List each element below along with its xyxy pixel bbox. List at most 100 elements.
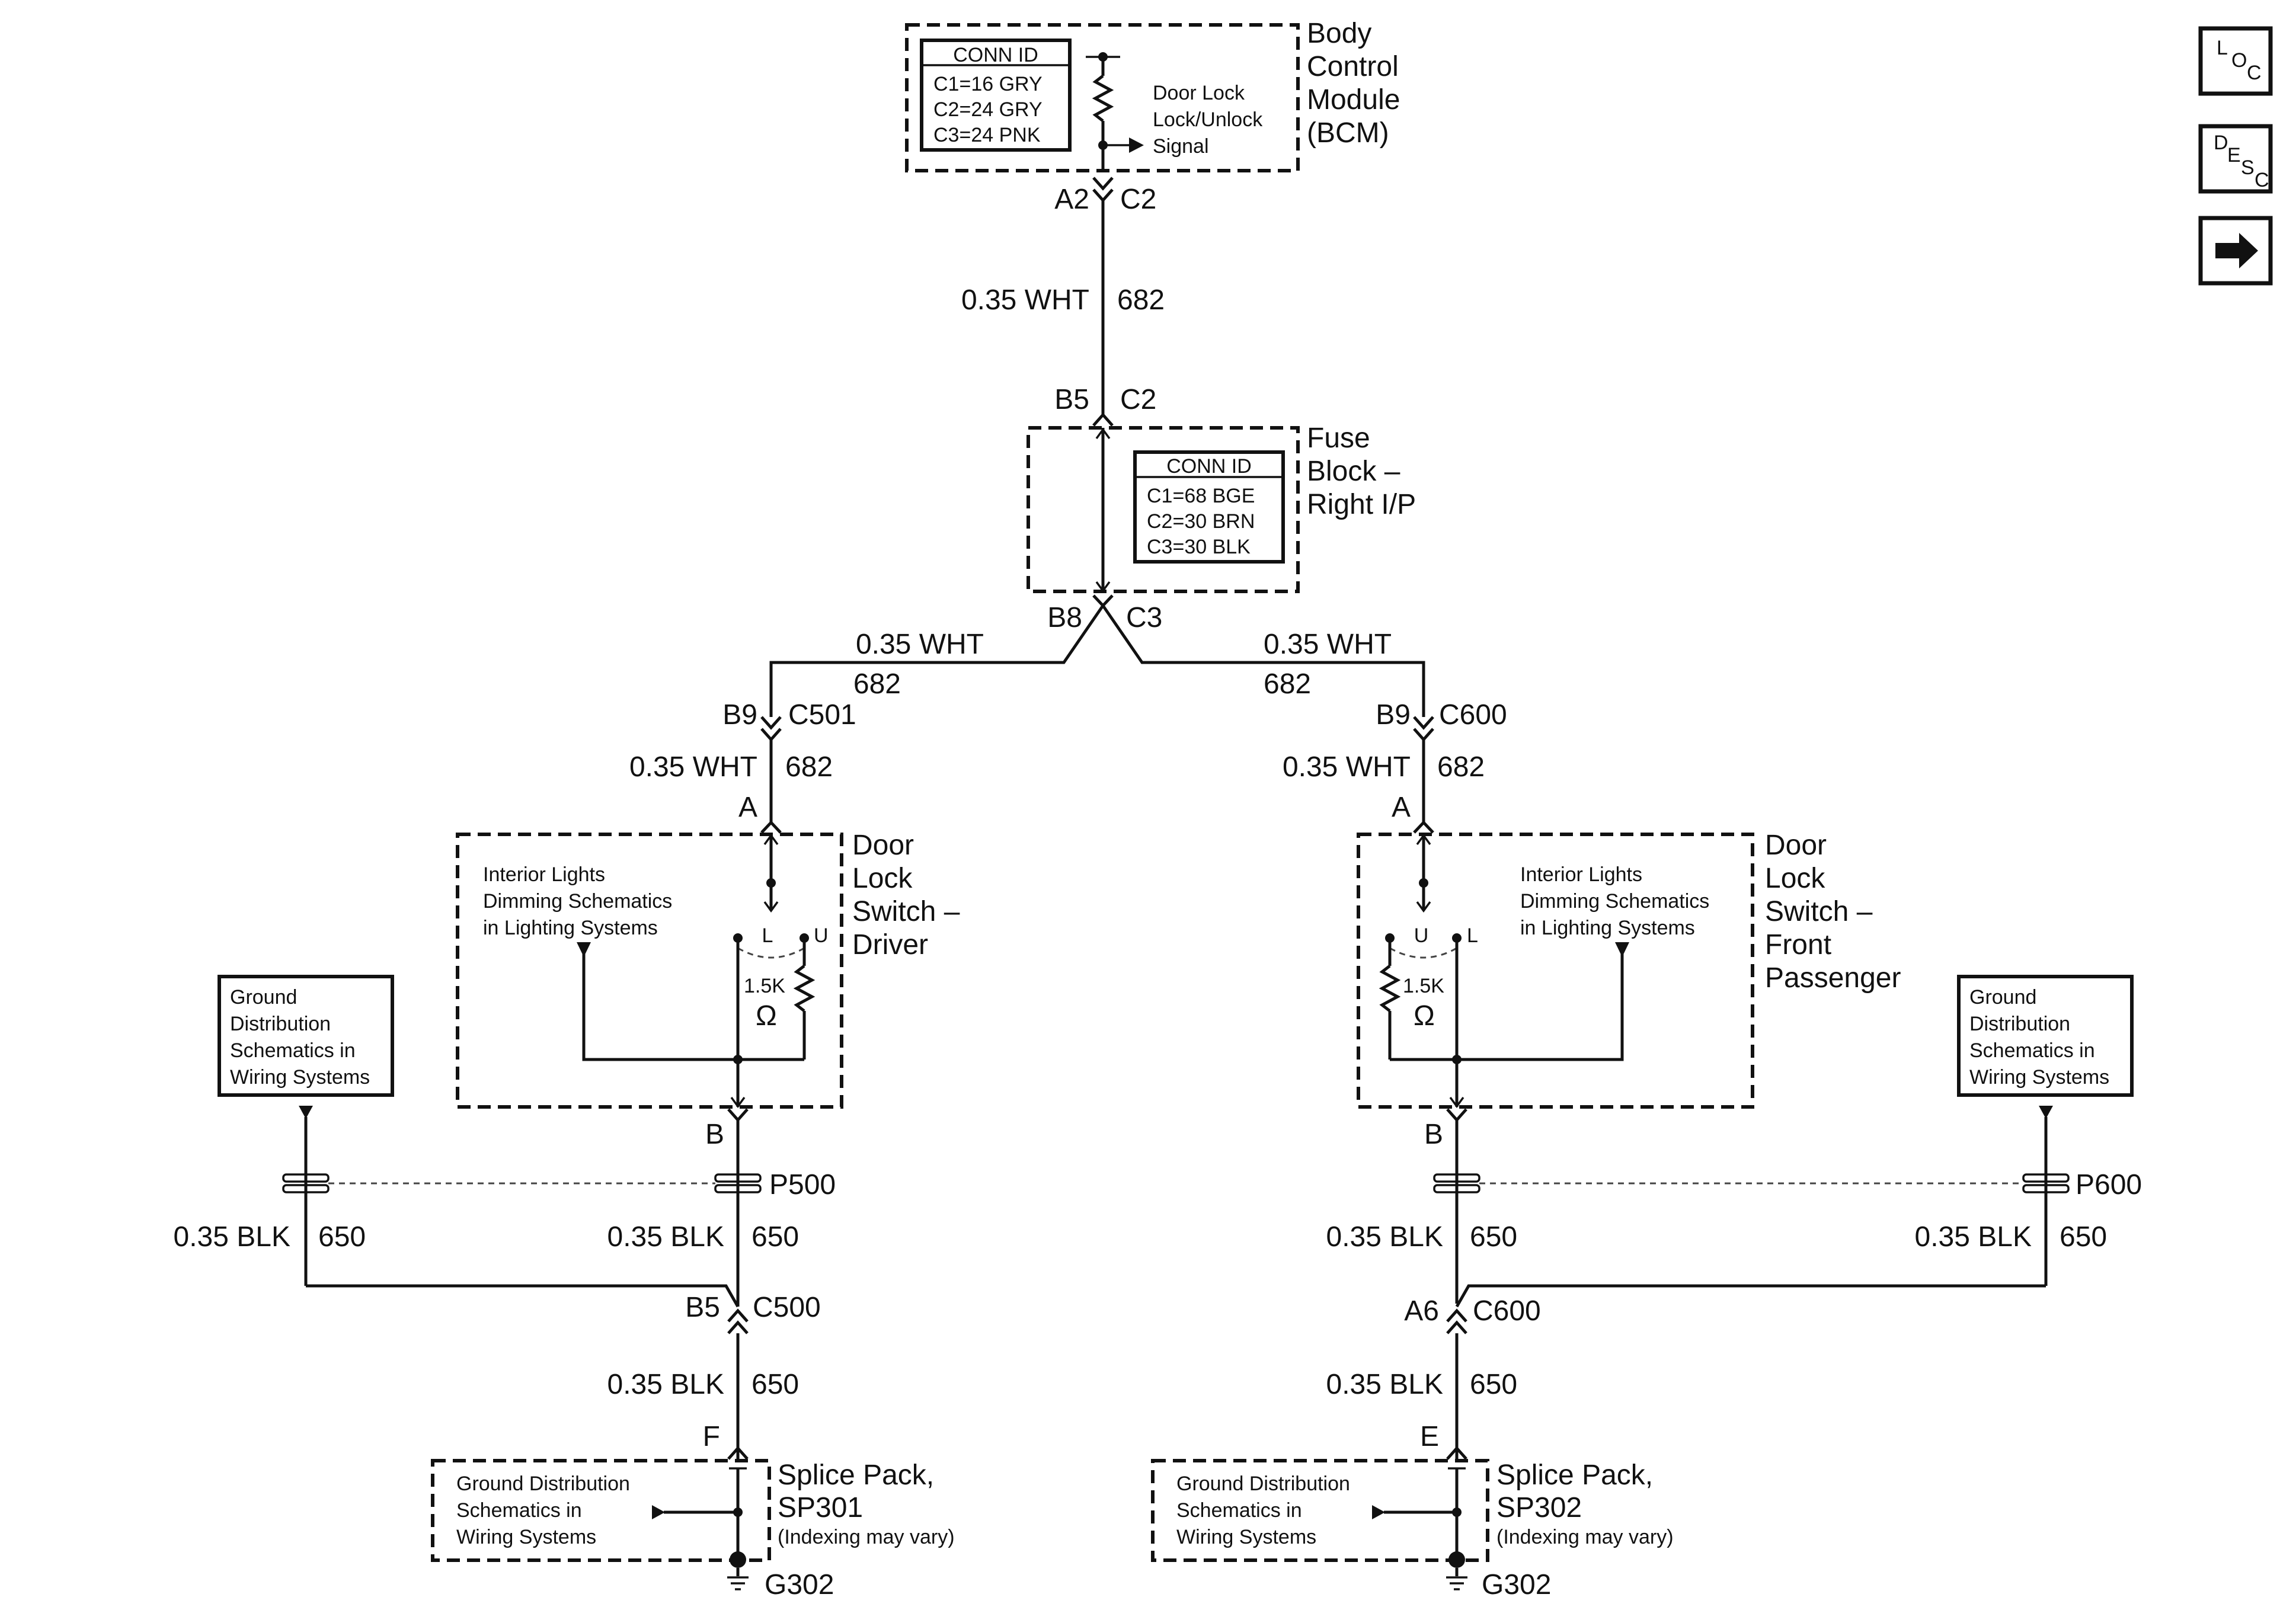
- switch-position: U: [814, 924, 829, 947]
- wire-label: 0.35 BLK: [607, 1369, 724, 1400]
- wire-circuit: 682: [853, 668, 901, 700]
- next-button[interactable]: [2198, 216, 2273, 286]
- ref-text: Wiring Systems: [1969, 1066, 2109, 1089]
- ground-id: G302: [765, 1569, 834, 1601]
- wire-circuit: 650: [752, 1369, 799, 1400]
- wire-label: 0.35 BLK: [607, 1221, 724, 1253]
- connector-symbol: [1092, 594, 1114, 608]
- wire-circuit: 650: [318, 1221, 366, 1253]
- desc-button[interactable]: D E S C: [2198, 124, 2273, 194]
- fuse-out-left: B8: [1047, 602, 1082, 633]
- bcm-conn-row: C3=24 PNK: [933, 124, 1041, 146]
- ground-id: G302: [1482, 1569, 1551, 1601]
- bcm-conn-title: CONN ID: [953, 44, 1038, 66]
- reference-arrow-icon: [652, 1505, 665, 1519]
- bcm-signal: Signal: [1153, 135, 1209, 158]
- wire-label: 0.35 BLK: [174, 1221, 290, 1253]
- connector-id: C500: [753, 1292, 821, 1323]
- wire-label: 0.35 BLK: [1915, 1221, 2032, 1253]
- wire-circuit: 682: [1117, 284, 1165, 316]
- splice-pack-note: (Indexing may vary): [778, 1526, 955, 1548]
- door-lock-switch-driver: L U 1.5K Ω Interior Lights Dimming Schem…: [456, 830, 960, 1109]
- connector-symbol: [727, 1308, 749, 1323]
- connector-id: C600: [1473, 1295, 1541, 1327]
- wire-circuit: 650: [1470, 1369, 1517, 1400]
- loc-letter: L: [2217, 37, 2228, 59]
- bcm-signal: Lock/Unlock: [1153, 108, 1263, 131]
- ref-text: Wiring Systems: [456, 1526, 596, 1548]
- bcm-module: CONN ID C1=16 GRY C2=24 GRY C3=24 PNK Do…: [905, 18, 1400, 172]
- switch-pin-b: B: [705, 1119, 724, 1150]
- wire-label: 0.35 BLK: [1326, 1369, 1443, 1400]
- connector-id: C600: [1439, 699, 1507, 731]
- switch-pin-a: A: [738, 792, 757, 823]
- ref-text: in Lighting Systems: [483, 917, 658, 939]
- loc-button[interactable]: L O C: [2198, 26, 2273, 96]
- ref-text: in Lighting Systems: [1520, 917, 1695, 939]
- ref-text: Wiring Systems: [1176, 1526, 1316, 1548]
- bcm-name: Body: [1307, 18, 1371, 49]
- splice-pack-pin: E: [1420, 1421, 1439, 1452]
- resistor-symbol: [793, 965, 816, 1012]
- connector-symbol: [1446, 1108, 1467, 1122]
- bcm-name: Control: [1307, 51, 1399, 82]
- bcm-pin-right: C2: [1120, 184, 1156, 215]
- connector-id: C501: [788, 699, 856, 731]
- fuse-conn-row: C3=30 BLK: [1147, 536, 1251, 558]
- wire-label: 0.35 BLK: [1326, 1221, 1443, 1253]
- ohm-icon: Ω: [1414, 1000, 1435, 1032]
- bcm-pin-left: A2: [1054, 184, 1089, 215]
- ref-text: Interior Lights: [483, 863, 605, 886]
- wire-circuit: 682: [1437, 751, 1485, 783]
- desc-letter: D: [2214, 132, 2228, 154]
- bcm-name: (BCM): [1307, 117, 1389, 149]
- reference-arrow-icon: [299, 1106, 313, 1119]
- fuse-pin-left: B5: [1054, 384, 1089, 415]
- wire-circuit: 682: [785, 751, 833, 783]
- ref-text: Schematics in: [1969, 1039, 2095, 1062]
- ground-ref-right: Ground Distribution Schematics in Wiring…: [1957, 975, 2134, 1097]
- ref-text: Dimming Schematics: [1520, 890, 1709, 913]
- ref-text: Schematics in: [1176, 1499, 1302, 1522]
- wire-label: 0.35 WHT: [1283, 751, 1411, 783]
- ref-text: Ground: [230, 986, 297, 1009]
- ref-text: Ground Distribution: [456, 1473, 630, 1495]
- loc-letter: O: [2231, 49, 2247, 72]
- wire-circuit: 682: [1264, 668, 1311, 700]
- bcm-name: Module: [1307, 84, 1400, 116]
- fuse-name: Fuse: [1307, 422, 1370, 454]
- splice-pack-name: SP302: [1496, 1492, 1582, 1523]
- bcm-conn-row: C1=16 GRY: [933, 73, 1043, 95]
- reference-arrow-icon: [2039, 1106, 2053, 1119]
- connector-symbol: [1413, 716, 1434, 730]
- connector-symbol: [727, 1108, 749, 1122]
- bcm-conn-row: C2=24 GRY: [933, 98, 1043, 121]
- splice-pack-note: (Indexing may vary): [1496, 1526, 1674, 1548]
- arrow-right-icon: [2215, 233, 2258, 268]
- ref-text: Distribution: [1969, 1013, 2070, 1035]
- bcm-signal: Door Lock: [1153, 82, 1245, 104]
- splice-p500: [282, 1173, 762, 1193]
- splice-pack-pin: F: [703, 1421, 720, 1452]
- switch-name: Passenger: [1765, 962, 1901, 994]
- connector-symbol: [1092, 412, 1114, 427]
- wire-circuit: 650: [1470, 1221, 1517, 1253]
- wire-circuit: 650: [2060, 1221, 2107, 1253]
- switch-name: Lock: [1765, 863, 1825, 894]
- fuse-name: Right I/P: [1307, 489, 1416, 520]
- ground-point: [730, 1551, 746, 1568]
- wire-label: 0.35 WHT: [856, 629, 984, 660]
- wire-label: 0.35 WHT: [629, 751, 757, 783]
- ref-text: Interior Lights: [1520, 863, 1642, 886]
- fuse-pin-right: C2: [1120, 384, 1156, 415]
- switch-position: L: [1467, 924, 1478, 947]
- desc-letter: S: [2241, 156, 2255, 179]
- splice-pack-sp301: Ground Distribution Schematics in Wiring…: [431, 1459, 771, 1562]
- ref-text: Schematics in: [230, 1039, 356, 1062]
- resistor-symbol: [1379, 965, 1401, 1012]
- switch-name: Lock: [852, 863, 913, 894]
- ground-ref-left: Ground Distribution Schematics in Wiring…: [218, 975, 394, 1097]
- connector-pin: B9: [722, 699, 757, 731]
- loc-letter: C: [2247, 62, 2262, 84]
